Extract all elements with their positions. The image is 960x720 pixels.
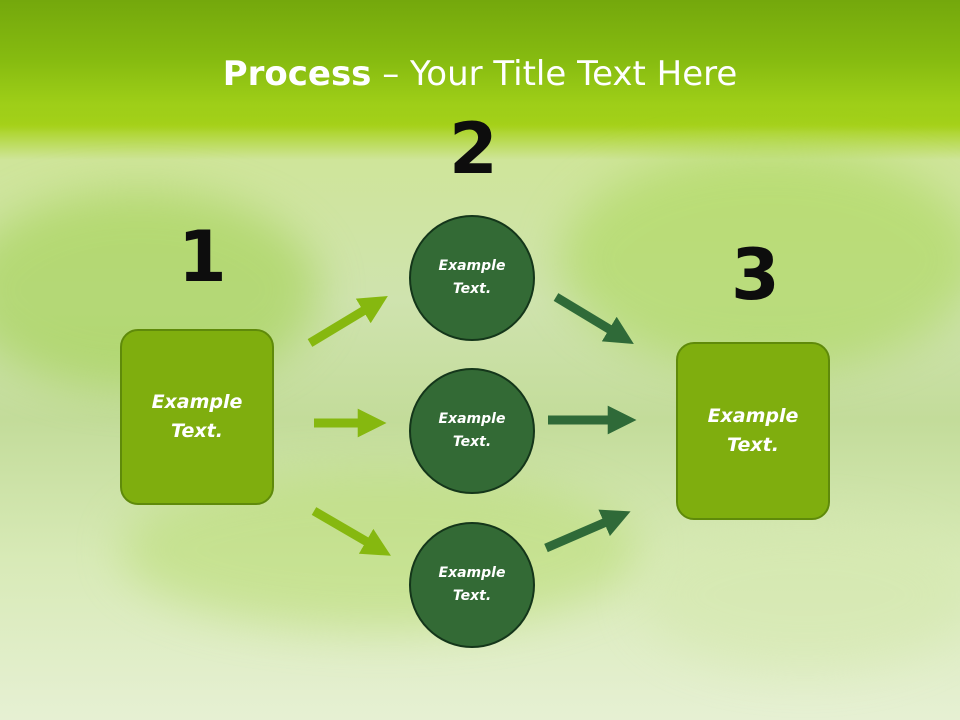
circle-3: Example Text. xyxy=(409,522,535,648)
step-number-1: 1 xyxy=(178,216,227,298)
arrow-from-circle-3 xyxy=(544,509,631,553)
title-bold: Process xyxy=(222,54,372,94)
arrow-to-circle-3 xyxy=(311,507,391,556)
step-number-3: 3 xyxy=(731,234,780,316)
left-box: Example Text. xyxy=(120,329,274,505)
step-number-2: 2 xyxy=(449,108,498,190)
arrow-from-circle-1 xyxy=(553,293,634,344)
backdrop-blur xyxy=(640,520,960,670)
title-bar xyxy=(0,0,960,132)
slide-title: Process – Your Title Text Here xyxy=(0,52,960,96)
arrow-to-circle-1 xyxy=(307,296,388,347)
circle-2: Example Text. xyxy=(409,368,535,494)
circle-1: Example Text. xyxy=(409,215,535,341)
title-rest: – Your Title Text Here xyxy=(371,54,738,94)
right-box: Example Text. xyxy=(676,342,830,520)
